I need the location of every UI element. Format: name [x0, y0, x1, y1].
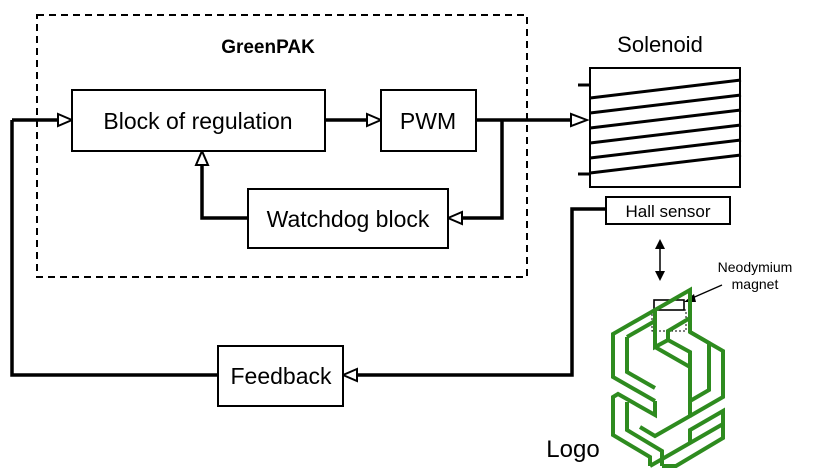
wire-feedback-to-input [10, 120, 218, 377]
hall-sensor-box [605, 196, 731, 225]
arrow-into-watchdog [445, 210, 463, 226]
logo-shape [611, 286, 725, 468]
arrow-into-feedback [340, 367, 358, 383]
wire-hall-to-feedback [355, 207, 606, 377]
block-regulation [71, 89, 326, 152]
block-feedback [217, 345, 344, 407]
magnet-label-line2: magnet [732, 276, 779, 292]
hall-sensor-label: Hall sensor [625, 202, 710, 221]
greenpak-group-border [36, 14, 528, 278]
logo-label: Logo [546, 436, 599, 463]
magnet-sensor-double-arrow [655, 239, 665, 281]
arrow-into-regulation-from-watchdog [194, 148, 210, 166]
block-feedback-label: Feedback [230, 363, 332, 389]
wire-pwm-to-watchdog [458, 120, 504, 220]
block-watchdog [247, 188, 449, 249]
arrow-into-pwm [366, 112, 384, 128]
arrow-into-solenoid [570, 112, 590, 128]
arrow-into-regulation [57, 112, 75, 128]
magnet-label-line1: Neodymium [718, 259, 793, 275]
block-regulation-label: Block of regulation [103, 108, 292, 134]
solenoid-label: Solenoid [617, 32, 703, 57]
magnet-embed-outline [651, 309, 687, 332]
block-pwm-label: PWM [400, 108, 456, 134]
block-watchdog-label: Watchdog block [267, 206, 430, 232]
block-pwm [380, 89, 477, 152]
solenoid-coil-windings [578, 78, 742, 176]
wire-watchdog-to-regulation [200, 163, 248, 220]
greenpak-title: GreenPAK [221, 37, 315, 58]
